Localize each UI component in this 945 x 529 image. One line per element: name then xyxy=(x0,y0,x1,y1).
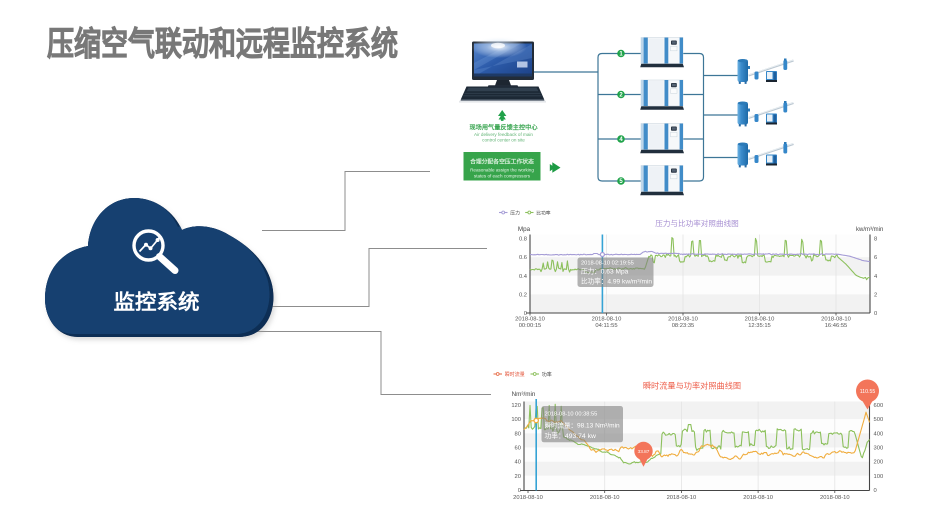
svg-text:kw/m³/min: kw/m³/min xyxy=(856,227,883,233)
svg-text:2: 2 xyxy=(619,93,623,99)
svg-text:80: 80 xyxy=(515,431,521,437)
svg-text:功率: 功率 xyxy=(542,371,552,378)
svg-text:100: 100 xyxy=(874,474,884,480)
svg-text:2018-08-10: 2018-08-10 xyxy=(743,495,773,501)
svg-text:比功率: 比功率 xyxy=(536,210,551,217)
svg-text:300: 300 xyxy=(874,446,884,452)
svg-text:0: 0 xyxy=(874,311,877,317)
svg-text:8: 8 xyxy=(874,237,877,243)
svg-text:瞬时流量: 瞬时流量 xyxy=(505,371,525,378)
svg-text:2018-08-10: 2018-08-10 xyxy=(515,317,545,323)
svg-text:功率：493.74 kw: 功率：493.74 kw xyxy=(545,431,596,440)
svg-text:压力: 压力 xyxy=(510,210,520,217)
svg-text:比功率：4.99 kw/m³/min: 比功率：4.99 kw/m³/min xyxy=(581,277,652,286)
svg-text:0.8: 0.8 xyxy=(519,237,527,243)
svg-text:压力：0.63 Mpa: 压力：0.63 Mpa xyxy=(581,267,629,276)
svg-text:60: 60 xyxy=(515,446,521,452)
svg-text:40: 40 xyxy=(515,460,521,466)
svg-text:2: 2 xyxy=(874,292,877,298)
svg-text:2018-08-10 02:19:55: 2018-08-10 02:19:55 xyxy=(581,261,634,267)
svg-text:5: 5 xyxy=(619,179,623,185)
svg-text:2018-08-10: 2018-08-10 xyxy=(592,317,622,323)
svg-text:16:46:55: 16:46:55 xyxy=(825,323,848,329)
svg-text:110.55: 110.55 xyxy=(860,389,876,395)
svg-text:control center on site: control center on site xyxy=(482,137,525,142)
svg-text:0.2: 0.2 xyxy=(519,292,527,298)
svg-text:Nm³/min: Nm³/min xyxy=(512,391,536,398)
svg-text:0: 0 xyxy=(874,488,877,494)
svg-text:2018-08-10: 2018-08-10 xyxy=(821,317,851,323)
svg-text:2018-08-10 00:38:55: 2018-08-10 00:38:55 xyxy=(545,412,598,418)
svg-text:合理分配各空压工作状态: 合理分配各空压工作状态 xyxy=(470,158,534,166)
svg-text:500: 500 xyxy=(874,417,884,423)
svg-text:Mpa: Mpa xyxy=(518,226,531,233)
svg-text:4: 4 xyxy=(874,274,878,280)
svg-text:200: 200 xyxy=(874,460,884,466)
svg-text:现场用气量反馈主控中心: 现场用气量反馈主控中心 xyxy=(469,124,538,132)
svg-text:2018-08-10: 2018-08-10 xyxy=(590,495,620,501)
svg-text:压力与比功率对照曲线图: 压力与比功率对照曲线图 xyxy=(655,218,739,228)
svg-text:6: 6 xyxy=(874,255,877,261)
svg-text:120: 120 xyxy=(511,403,521,409)
svg-text:2018-08-10: 2018-08-10 xyxy=(513,495,543,501)
svg-text:0.4: 0.4 xyxy=(519,274,528,280)
svg-text:12:35:15: 12:35:15 xyxy=(748,323,771,329)
svg-text:20: 20 xyxy=(515,474,521,480)
svg-text:监控系统: 监控系统 xyxy=(114,290,200,314)
svg-text:600: 600 xyxy=(874,403,884,409)
svg-text:00:00:15: 00:00:15 xyxy=(519,323,542,329)
svg-text:0: 0 xyxy=(518,488,521,494)
svg-text:2018-08-10: 2018-08-10 xyxy=(668,317,698,323)
svg-text:Reasonable assign the working: Reasonable assign the working xyxy=(470,168,534,173)
svg-text:states of each compressors: states of each compressors xyxy=(474,173,531,178)
svg-text:0.6: 0.6 xyxy=(519,255,527,261)
svg-text:Air delivery feedback of main: Air delivery feedback of main xyxy=(474,132,533,137)
svg-text:瞬时流量与功率对照曲线图: 瞬时流量与功率对照曲线图 xyxy=(643,381,741,391)
svg-text:08:23:35: 08:23:35 xyxy=(672,323,695,329)
svg-text:04:11:55: 04:11:55 xyxy=(595,323,617,329)
svg-text:4: 4 xyxy=(619,137,623,143)
svg-text:瞬时流量：98.13 Nm³/min: 瞬时流量：98.13 Nm³/min xyxy=(545,421,621,430)
svg-text:33.87: 33.87 xyxy=(638,449,650,454)
svg-text:1: 1 xyxy=(619,52,623,58)
svg-text:2018-08-10: 2018-08-10 xyxy=(820,495,850,501)
svg-text:100: 100 xyxy=(511,417,521,423)
svg-text:0: 0 xyxy=(524,311,527,317)
svg-text:400: 400 xyxy=(874,431,884,437)
svg-text:2018-08-10: 2018-08-10 xyxy=(745,317,775,323)
svg-text:2018-08-10: 2018-08-10 xyxy=(667,495,697,501)
